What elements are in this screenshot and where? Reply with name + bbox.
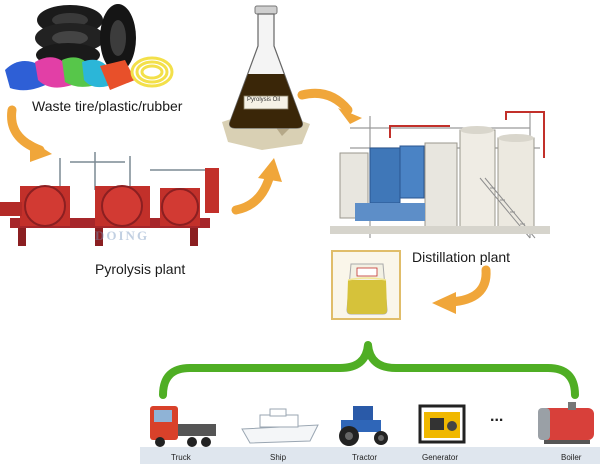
- distillation-plant-illustration: [330, 111, 550, 239]
- waste-materials-illustration: [5, 4, 174, 91]
- waste-label: Waste tire/plastic/rubber: [32, 98, 183, 114]
- arrow-plant-to-oil: [231, 170, 275, 215]
- applications-strip: [140, 447, 600, 464]
- rubber-hose-icon: [130, 56, 174, 88]
- pyrolysis-oil-flask-illustration: [222, 5, 310, 150]
- application-label-truck: Truck: [171, 453, 191, 462]
- tire-stack-icon: [35, 4, 136, 72]
- generator-icon: [418, 404, 466, 444]
- boiler-icon: [538, 402, 594, 444]
- reactor-drums-icon: [0, 185, 200, 227]
- application-label-boiler: Boiler: [561, 453, 582, 462]
- arrow-oil-to-distillation: [297, 88, 353, 115]
- application-label-tractor: Tractor: [352, 453, 378, 462]
- truck-icon: [150, 406, 216, 447]
- application-label-generator: Generator: [422, 453, 459, 462]
- distillation-tanks-icon: [339, 126, 535, 234]
- more-applications-ellipsis: ...: [490, 408, 504, 425]
- application-label-ship: Ship: [270, 453, 287, 462]
- watermark-text: DOING: [95, 228, 150, 243]
- flask-icon: [229, 5, 303, 129]
- flask-oil-label: Pyrolysis Oil: [247, 97, 281, 103]
- ship-icon: [241, 408, 319, 444]
- pyrolysis-plant-illustration: [0, 152, 219, 246]
- plastic-bags-icon: [5, 57, 135, 91]
- pyrolysis-plant-label: Pyrolysis plant: [95, 261, 186, 277]
- distillation-plant-label: Distillation plant: [412, 249, 511, 265]
- diesel-jar-icon: [346, 263, 388, 315]
- tractor-icon: [339, 406, 388, 446]
